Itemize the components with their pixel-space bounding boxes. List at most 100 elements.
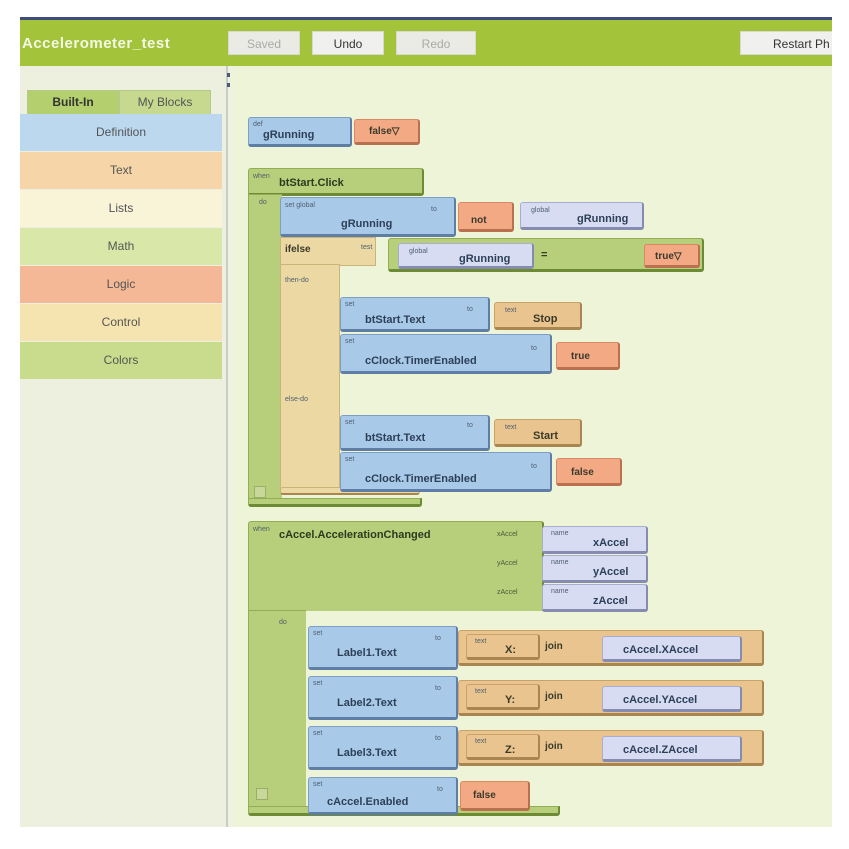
set-keyword: set: [345, 338, 355, 345]
tab-built-in[interactable]: Built-In: [27, 90, 119, 114]
to-keyword: to: [435, 735, 441, 742]
set-target: Label1.Text: [337, 647, 397, 659]
true-block[interactable]: true▽: [644, 244, 700, 268]
not-block[interactable]: not: [458, 202, 514, 232]
redo-button[interactable]: Redo: [396, 31, 476, 55]
global-getter-test[interactable]: global gRunning: [398, 243, 534, 269]
param-name: zAccel: [593, 595, 628, 607]
equals-operator: =: [541, 249, 548, 261]
param-name-block[interactable]: name zAccel: [542, 584, 648, 612]
text-value: Y:: [505, 694, 516, 706]
drawer-definition[interactable]: Definition: [20, 114, 222, 151]
text-keyword: text: [475, 688, 487, 695]
text-keyword: text: [505, 424, 517, 431]
false-block[interactable]: false▽: [354, 119, 420, 145]
param-label: zAccel: [497, 589, 518, 596]
saved-button[interactable]: Saved: [228, 31, 300, 55]
drawer-colors[interactable]: Colors: [20, 342, 222, 379]
global-getter-block[interactable]: global gRunning: [520, 202, 644, 230]
bool-value: false: [571, 467, 594, 478]
set-timer-enabled-block[interactable]: set cClock.TimerEnabled to: [340, 334, 552, 374]
set-accel-enabled-block[interactable]: set cAccel.Enabled to: [308, 777, 458, 815]
global-keyword: global: [409, 248, 428, 255]
collapse-checkbox[interactable]: [254, 486, 266, 498]
set-target: Label3.Text: [337, 747, 397, 759]
set-global-block[interactable]: set global gRunning to: [280, 197, 456, 237]
param-label: yAccel: [497, 560, 518, 567]
text-block[interactable]: text X:: [466, 634, 540, 660]
set-label-text-block[interactable]: set Label2.Text to: [308, 676, 458, 720]
bool-value: true: [571, 351, 590, 362]
text-value: X:: [505, 644, 516, 656]
false-value-block[interactable]: false: [460, 781, 530, 811]
set-keyword: set: [345, 419, 355, 426]
text-value: Stop: [533, 313, 558, 325]
set-global-name: gRunning: [341, 218, 393, 230]
ifelse-body: then-do else-do: [280, 264, 340, 492]
event-body-btstart-click: do: [248, 194, 282, 504]
window-top-border: [20, 17, 832, 20]
ifelse-keyword: ifelse: [285, 244, 311, 255]
event-header-acceleration-changed[interactable]: when cAccel.AccelerationChanged xAccel y…: [248, 521, 544, 611]
drawer-logic[interactable]: Logic: [20, 266, 222, 303]
text-value: Start: [533, 430, 559, 442]
text-block[interactable]: text Z:: [466, 734, 540, 760]
test-keyword: test: [361, 244, 373, 251]
restart-phone-button[interactable]: Restart Ph: [740, 31, 832, 55]
text-keyword: text: [505, 307, 517, 314]
ifelse-header[interactable]: ifelse test: [280, 237, 376, 266]
drawer-text[interactable]: Text: [20, 152, 222, 189]
set-keyword: set: [313, 680, 323, 687]
param-name-block[interactable]: name xAccel: [542, 526, 648, 554]
header-bar: Accelerometer_test Saved Undo Redo Resta…: [20, 20, 832, 66]
set-target: Label2.Text: [337, 697, 397, 709]
true-value-block[interactable]: true: [556, 342, 620, 370]
name-keyword: name: [551, 588, 569, 595]
set-keyword: set: [313, 730, 323, 737]
project-title: Accelerometer_test: [22, 35, 171, 52]
blocks-workspace[interactable]: def gRunning false▽ when btStart.Click d…: [232, 66, 832, 827]
bool-value: false: [473, 790, 496, 801]
true-value: true▽: [655, 251, 682, 262]
text-block-stop[interactable]: text Stop: [494, 302, 582, 330]
event-name: btStart.Click: [279, 177, 344, 189]
event-body-acceleration-changed: do: [248, 610, 306, 810]
false-value-block[interactable]: false: [556, 458, 622, 486]
splitter-dot: [227, 83, 230, 87]
set-timer-enabled-block[interactable]: set cClock.TimerEnabled to: [340, 452, 552, 492]
getter-name: cAccel.YAccel: [623, 694, 698, 706]
tab-my-blocks[interactable]: My Blocks: [119, 90, 211, 114]
to-keyword: to: [531, 463, 537, 470]
do-keyword: do: [279, 619, 287, 626]
param-name-block[interactable]: name yAccel: [542, 555, 648, 583]
getter-block[interactable]: cAccel.XAccel: [602, 636, 742, 662]
set-label-text-block[interactable]: set Label3.Text to: [308, 726, 458, 770]
undo-button[interactable]: Undo: [312, 31, 384, 55]
splitter-handle[interactable]: [227, 71, 232, 93]
getter-block[interactable]: cAccel.ZAccel: [602, 736, 742, 762]
join-keyword: join: [545, 741, 563, 752]
global-name: gRunning: [577, 213, 629, 225]
set-target: btStart.Text: [365, 432, 426, 444]
set-label-text-block[interactable]: set Label1.Text to: [308, 626, 458, 670]
def-name: gRunning: [263, 129, 315, 141]
drawer-control[interactable]: Control: [20, 304, 222, 341]
drawer-math[interactable]: Math: [20, 228, 222, 265]
set-btstart-text-block[interactable]: set btStart.Text to: [340, 297, 490, 332]
def-block[interactable]: def gRunning: [248, 117, 352, 147]
text-value: Z:: [505, 744, 516, 756]
text-block[interactable]: text Y:: [466, 684, 540, 710]
drawer-lists[interactable]: Lists: [20, 190, 222, 227]
getter-block[interactable]: cAccel.YAccel: [602, 686, 742, 712]
when-keyword: when: [253, 173, 270, 180]
text-block-start[interactable]: text Start: [494, 419, 582, 447]
param-name: yAccel: [593, 566, 629, 578]
event-name: cAccel.AccelerationChanged: [279, 529, 431, 541]
collapse-checkbox[interactable]: [256, 788, 268, 800]
set-btstart-text-block[interactable]: set btStart.Text to: [340, 415, 490, 451]
to-keyword: to: [531, 345, 537, 352]
set-target: btStart.Text: [365, 314, 426, 326]
set-keyword: set: [345, 456, 355, 463]
event-header-btstart-click[interactable]: when btStart.Click: [248, 168, 424, 196]
set-keyword: set: [313, 781, 323, 788]
